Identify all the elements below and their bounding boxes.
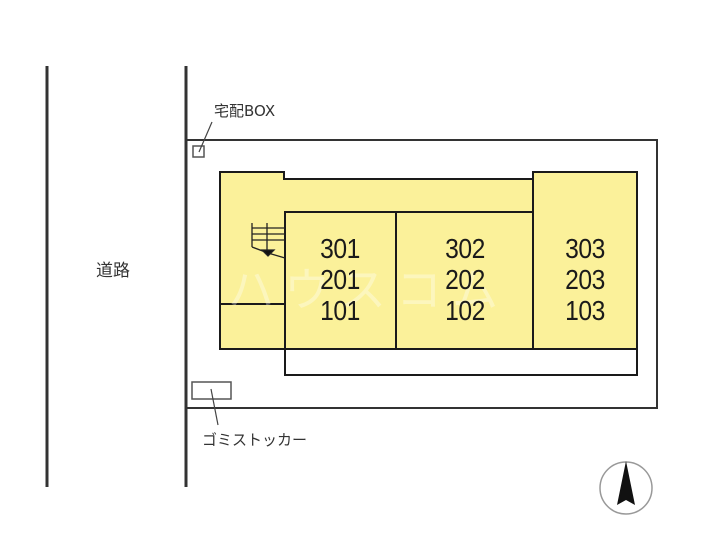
room-302: 302 <box>445 233 485 264</box>
garbage-stocker-label: ゴミストッカー <box>202 431 308 449</box>
room-103: 103 <box>565 295 605 326</box>
garbage-stocker-leader <box>210 388 219 426</box>
room-202: 202 <box>445 264 485 295</box>
room-301: 301 <box>320 233 360 264</box>
unit-column-1: 301 201 101 <box>314 233 367 326</box>
room-201: 201 <box>320 264 360 295</box>
property-boundary <box>186 139 658 409</box>
road-label: 道路 <box>96 261 130 281</box>
north-arrow-icon <box>599 461 653 515</box>
unit-column-2: 302 202 102 <box>439 233 492 326</box>
unit-column-3: 303 203 103 <box>559 233 612 326</box>
delivery-box-leader <box>198 121 213 153</box>
room-102: 102 <box>445 295 485 326</box>
delivery-box-icon <box>192 145 205 158</box>
staircase-icon <box>251 223 286 259</box>
delivery-box-label: 宅配BOX <box>214 102 276 120</box>
room-303: 303 <box>565 233 605 264</box>
room-203: 203 <box>565 264 605 295</box>
balcony-strip <box>284 348 638 376</box>
room-101: 101 <box>320 295 360 326</box>
